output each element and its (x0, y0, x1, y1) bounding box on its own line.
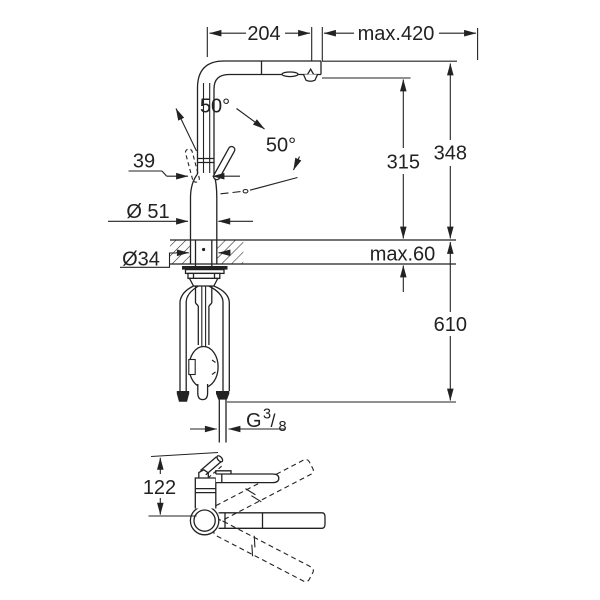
right-hose-outer (213, 285, 230, 391)
mounting-flange (182, 266, 228, 270)
left-hose-outer (179, 285, 194, 391)
dim-g38: G3/8 (190, 407, 287, 436)
spout-horizontal (218, 512, 326, 529)
spout-swivel-down-dashed (213, 520, 314, 583)
dim-315: 315 (384, 79, 423, 239)
body-right-edge (213, 173, 218, 240)
mounting-nut (188, 277, 219, 287)
sprayhead-button (281, 71, 299, 78)
shank-center-mark (202, 247, 206, 252)
dim-610-label: 610 (434, 314, 467, 336)
sprayhead-dock-notch (307, 67, 315, 75)
spout-inner-outline (213, 73, 321, 174)
dim-39: 39 (128, 151, 240, 180)
dim-d34-label: Ø34 (122, 249, 160, 271)
side-lever (215, 473, 280, 484)
dim-39-label: 39 (133, 151, 155, 173)
dim-122: 122 (141, 451, 219, 517)
dim-d51: Ø 51 (108, 201, 253, 225)
dim-610: 610 (431, 241, 470, 401)
dim-d51-label: Ø 51 (126, 201, 169, 223)
dim-d34: Ø34 (120, 249, 231, 271)
dimensions: 204 max.420 348 315 (108, 23, 479, 436)
spray-tip-base (198, 469, 209, 478)
dim-50-handle: 50° (175, 96, 230, 152)
spray-tip-bottom-edge (205, 461, 222, 476)
body-left-edge (189, 173, 199, 240)
handle-dashed-position (184, 148, 200, 183)
spray-pivot-axis (220, 176, 298, 195)
side-body (194, 455, 280, 509)
countertop-hatch-right (216, 240, 244, 264)
pullout-hose-end (197, 384, 209, 401)
dim-122-label: 122 (143, 477, 176, 499)
dim-315-label: 315 (387, 152, 420, 174)
spout-outer-outline (196, 60, 321, 174)
dim-204-label: 204 (247, 23, 280, 45)
dim-max60: max.60 (365, 244, 440, 292)
spray-tip-top-edge (200, 456, 217, 471)
dim-348: 348 (431, 63, 470, 239)
side-view: 122 (141, 451, 326, 583)
dim-204: 204 (206, 23, 313, 61)
dim-50-handle-label: 50° (200, 96, 230, 118)
countertop-hatch-left (170, 240, 190, 264)
spout-swivel-up-dashed (213, 458, 314, 521)
main-view (170, 60, 456, 443)
sprayhead-nozzle-dome (302, 74, 319, 82)
right-hose-connector (216, 391, 230, 400)
dim-50-spray: 50° (236, 108, 302, 171)
swivel-joint-inner (193, 509, 216, 532)
handle-solid (212, 145, 236, 181)
dim-50-spray-label: 50° (266, 135, 296, 157)
dim-max420-label: max.420 (358, 23, 435, 45)
spray-tip-dashed-axis (207, 464, 224, 479)
dim-348-label: 348 (434, 143, 467, 165)
mounting-hardware (182, 266, 228, 287)
spray-tip-cap (216, 455, 224, 463)
swivel-joint-outer (189, 505, 220, 536)
left-hose-connector (176, 391, 190, 402)
hose-weight-clip (188, 358, 196, 376)
dim-max420: max.420 (321, 23, 479, 61)
dim-max60-label: max.60 (370, 244, 436, 266)
supply-hoses (176, 285, 230, 443)
dim-g38-label: G3/8 (246, 407, 287, 436)
